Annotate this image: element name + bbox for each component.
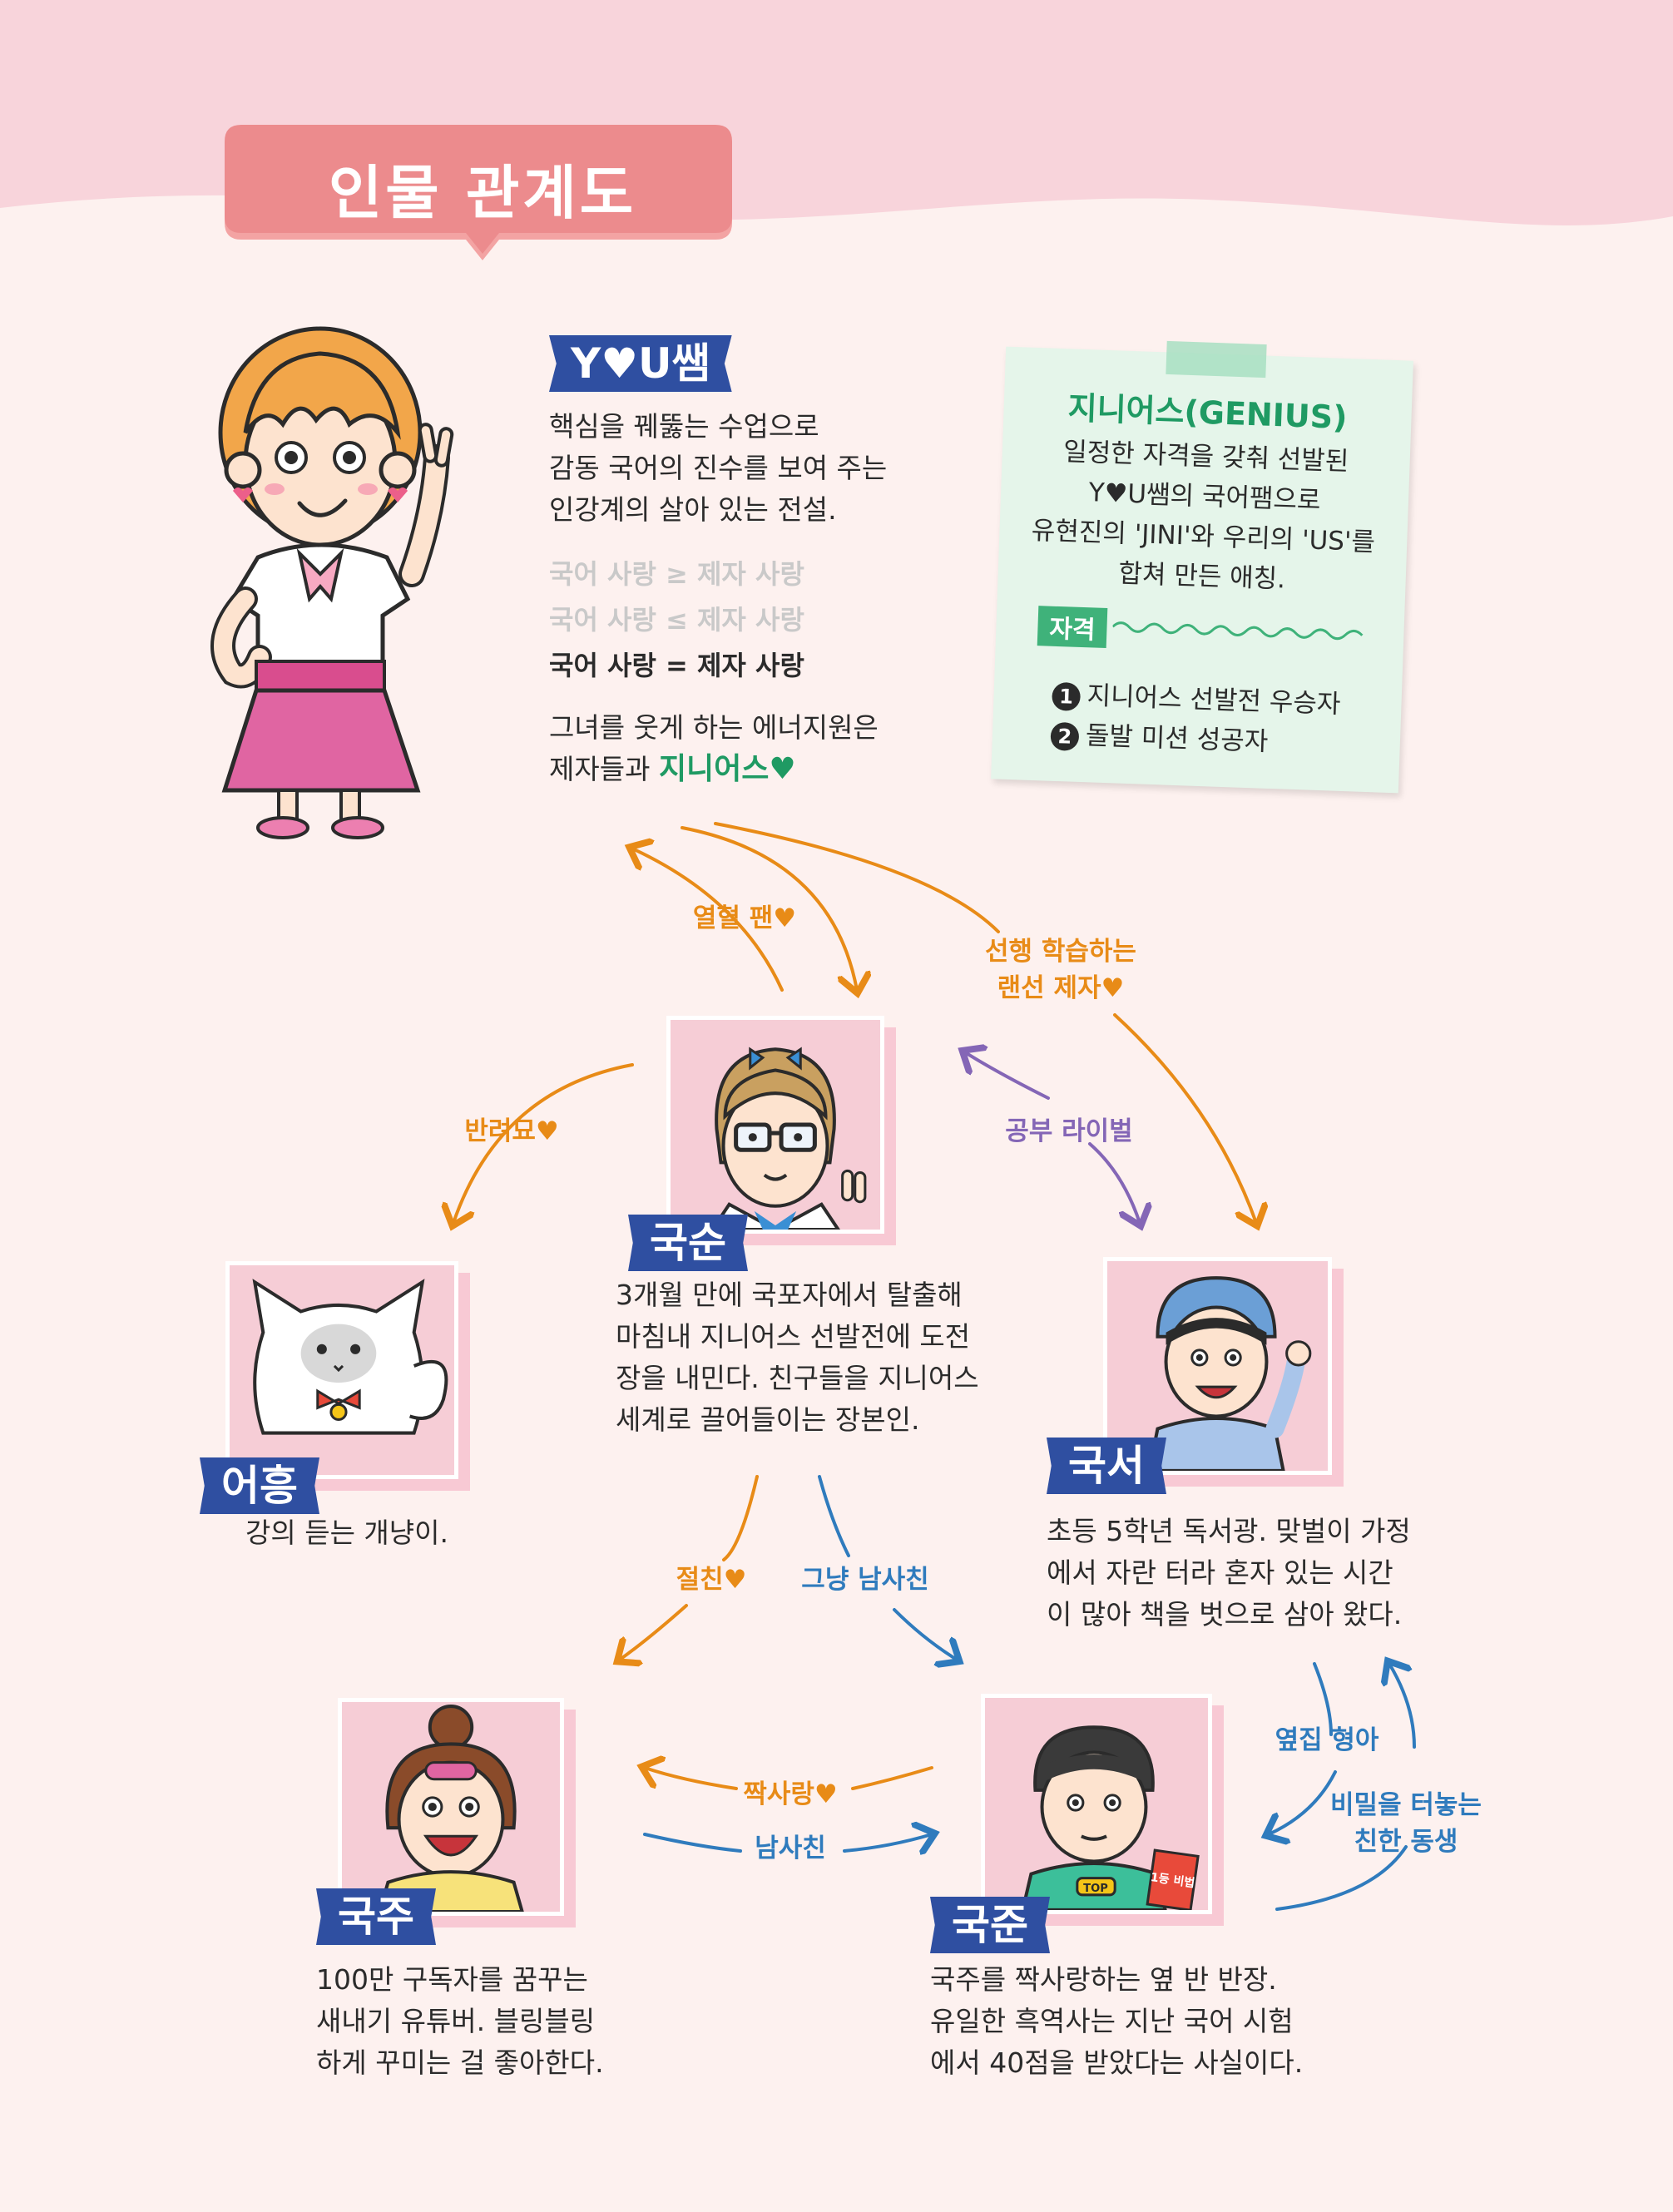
eoheung-portrait-frame <box>225 1261 470 1491</box>
youssaem-illustration <box>210 326 454 839</box>
gukju-description: 100만 구독자를 꿈꾸는 새내기 유튜버. 블링블링 하게 꾸미는 걸 좋아한… <box>316 1963 604 2079</box>
formula-greater: 국어 사랑 ≥ 제자 사랑 <box>549 558 804 590</box>
gukseo-name-badge: 국서 <box>1047 1438 1166 1494</box>
relation-rival: 공부 라이벌 <box>1005 1116 1133 1146</box>
gukjun-cap-text: TOP <box>1083 1883 1108 1895</box>
relation-boyfriend: 남사친 <box>755 1833 826 1863</box>
gukseo-description: 초등 5학년 독서광. 맞벌이 가정 에서 자란 터라 혼자 있는 시간 이 많… <box>1047 1515 1411 1631</box>
wavy-line <box>1112 621 1364 641</box>
gukjun-portrait-frame: TOP 1등 비법 <box>981 1694 1224 1926</box>
gukjun-description: 국주를 짝사랑하는 옆 반 반장. 유일한 흑역사는 지난 국어 시험 에서 4… <box>930 1963 1304 2079</box>
youssaem-name-badge: Y♥U쌤 <box>549 335 732 392</box>
youssaem-description: 핵심을 꿰뚫는 수업으로 감동 국어의 진수를 보여 주는 인강계의 살아 있는… <box>549 410 888 526</box>
genius-note: 지니어스(GENIUS) 일정한 자격을 갖춰 선발된 Y♥U쌤의 국어팸으로 … <box>991 346 1413 794</box>
relation-justfriend: 그냥 남사친 <box>801 1565 929 1595</box>
page-title: 인물 관계도 <box>328 159 637 227</box>
title-banner: 인물 관계도 <box>225 123 740 273</box>
relation-neighbor: 옆집 형아 <box>1275 1725 1379 1755</box>
relation-crush: 짝사랑♥ <box>743 1779 838 1809</box>
guksun-description: 3개월 만에 국포자에서 탈출해 마침내 지니어스 선발전에 도전 장을 내민다… <box>616 1279 979 1436</box>
relation-secret: 비밀을 터놓는 친한 동생 <box>1330 1790 1482 1857</box>
relation-student: 선행 학습하는 랜선 제자♥ <box>985 937 1136 1003</box>
energy-text-2: 제자들과 지니어스♥ <box>549 749 982 790</box>
genius-highlight: 지니어스♥ <box>658 752 796 786</box>
energy-text: 그녀를 웃게 하는 에너지원은 <box>549 711 879 744</box>
gukjun-name-badge: 국준 <box>930 1897 1050 1953</box>
guksun-name-badge: 국순 <box>628 1215 748 1271</box>
energy-prefix: 제자들과 <box>549 753 659 785</box>
gukjun-book-text: 1등 비법 <box>1150 1871 1195 1890</box>
gukju-name-badge: 국주 <box>316 1888 436 1945</box>
guksun-portrait-frame <box>666 1016 896 1245</box>
formula-less: 국어 사랑 ≤ 제자 사랑 <box>549 604 804 636</box>
relation-pet: 반려묘♥ <box>464 1116 559 1146</box>
eoheung-name-badge: 어흥 <box>200 1457 319 1514</box>
relation-bestfriend: 절친♥ <box>676 1565 747 1595</box>
eoheung-portrait <box>252 1279 448 1435</box>
gukjun-portrait: TOP 1등 비법 <box>1021 1725 1200 1910</box>
gukseo-portrait-frame <box>1103 1257 1344 1487</box>
guksun-portrait <box>710 1047 867 1230</box>
relation-fan: 열혈 팬♥ <box>692 903 797 933</box>
gukseo-portrait <box>1147 1276 1312 1471</box>
eoheung-description: 강의 듣는 개냥이. <box>245 1517 448 1549</box>
gukju-portrait <box>378 1705 524 1912</box>
formula-equal: 국어 사랑 = 제자 사랑 <box>549 650 804 681</box>
